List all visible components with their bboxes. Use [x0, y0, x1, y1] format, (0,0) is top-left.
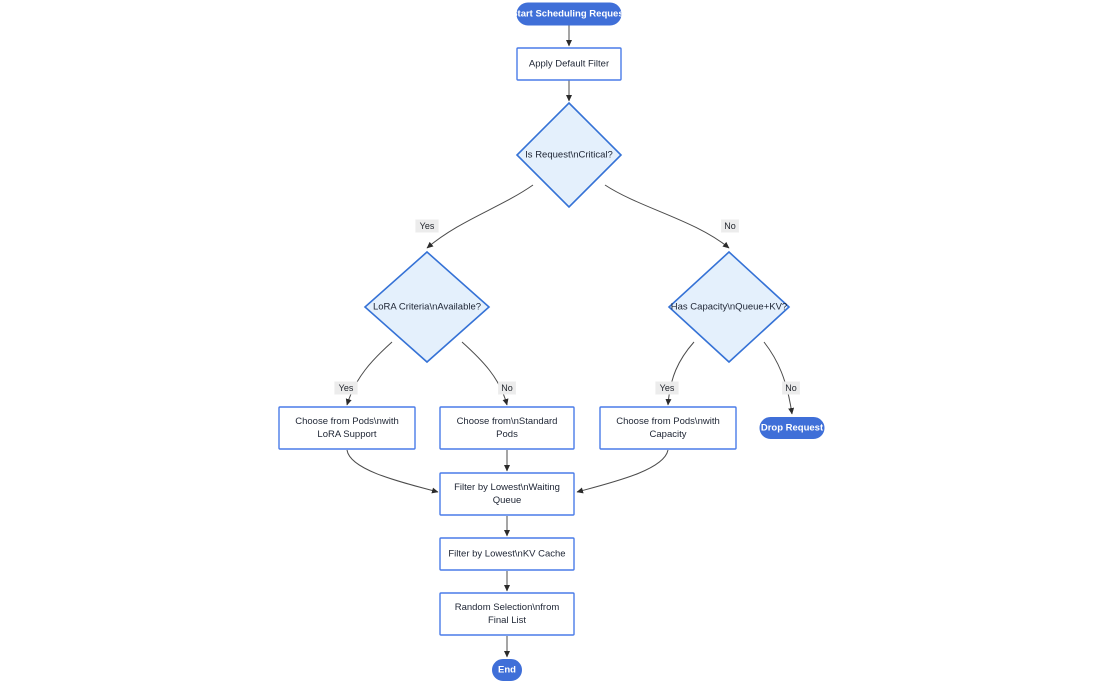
- edge-label-e7: Yes: [655, 381, 679, 395]
- edge-label-text: No: [724, 221, 736, 231]
- node-label: Has Capacity\nQueue+KV?: [671, 302, 787, 313]
- process-box: [599, 406, 737, 450]
- node-label: Filter by Lowest\nKV Cache: [448, 549, 565, 560]
- node-label: Choose from Pods\nwith: [616, 416, 720, 427]
- decision-diamond: [515, 101, 623, 209]
- flow-edge: [665, 341, 695, 406]
- terminal-pill: [759, 417, 825, 439]
- decision-diamond: [363, 250, 491, 364]
- flow-node-has_capacity[interactable]: Has Capacity\nQueue+KV?: [667, 250, 791, 364]
- node-label: End: [498, 665, 516, 676]
- edge-label-text: No: [785, 383, 797, 393]
- node-label: Pods: [496, 429, 518, 440]
- edge-label-background: [721, 219, 739, 233]
- edge-label-e6: No: [498, 381, 516, 395]
- edge-label-background: [498, 381, 516, 395]
- node-label: Apply Default Filter: [529, 59, 609, 70]
- process-box: [439, 592, 575, 636]
- process-box: [439, 537, 575, 571]
- edge-label-text: Yes: [339, 383, 354, 393]
- flow-node-apply_filter[interactable]: Apply Default Filter: [516, 47, 622, 81]
- node-label: Filter by Lowest\nWaiting: [454, 482, 560, 493]
- node-label: Capacity: [650, 429, 687, 440]
- flow-edge: [426, 184, 534, 249]
- edge-label-background: [782, 381, 800, 395]
- edge-label-e8: No: [782, 381, 800, 395]
- flow-edge: [604, 184, 730, 249]
- terminal-pill: [516, 2, 622, 26]
- flow-edge: [461, 341, 509, 406]
- process-box: [516, 47, 622, 81]
- flow-node-filter_kv[interactable]: Filter by Lowest\nKV Cache: [439, 537, 575, 571]
- node-label: LoRA Support: [317, 429, 377, 440]
- node-label: Start Scheduling Request: [511, 9, 627, 20]
- edge-label-text: Yes: [420, 221, 435, 231]
- edge-label-background: [415, 219, 439, 233]
- edge-label-background: [655, 381, 679, 395]
- flow-node-start[interactable]: Start Scheduling Request: [511, 2, 628, 26]
- flow-node-is_critical[interactable]: Is Request\nCritical?: [515, 101, 623, 209]
- edges-layer: [345, 25, 795, 658]
- process-box: [439, 472, 575, 516]
- node-label: Choose from\nStandard: [457, 416, 558, 427]
- node-label: LoRA Criteria\nAvailable?: [373, 302, 481, 313]
- flow-node-lora_criteria[interactable]: LoRA Criteria\nAvailable?: [363, 250, 491, 364]
- edge-label-text: Yes: [660, 383, 675, 393]
- terminal-pill: [492, 659, 522, 681]
- edge-label-background: [334, 381, 358, 395]
- node-label: Drop Request: [761, 423, 824, 434]
- flow-node-end[interactable]: End: [492, 659, 522, 681]
- edge-label-e3: Yes: [415, 219, 439, 233]
- node-label: Final List: [488, 615, 526, 626]
- node-label: Random Selection\nfrom: [455, 602, 560, 613]
- process-box: [439, 406, 575, 450]
- flow-edge: [345, 341, 393, 406]
- node-label: Choose from Pods\nwith: [295, 416, 399, 427]
- edge-label-text: No: [501, 383, 513, 393]
- flow-edge: [576, 449, 669, 494]
- edge-label-e4: No: [721, 219, 739, 233]
- node-label: Queue: [493, 495, 522, 506]
- flow-edge: [763, 341, 795, 415]
- flow-node-drop_request[interactable]: Drop Request: [759, 417, 825, 439]
- edge-label-e5: Yes: [334, 381, 358, 395]
- decision-diamond: [667, 250, 791, 364]
- process-box: [278, 406, 416, 450]
- node-label: Is Request\nCritical?: [525, 150, 613, 161]
- flow-edge: [346, 449, 439, 494]
